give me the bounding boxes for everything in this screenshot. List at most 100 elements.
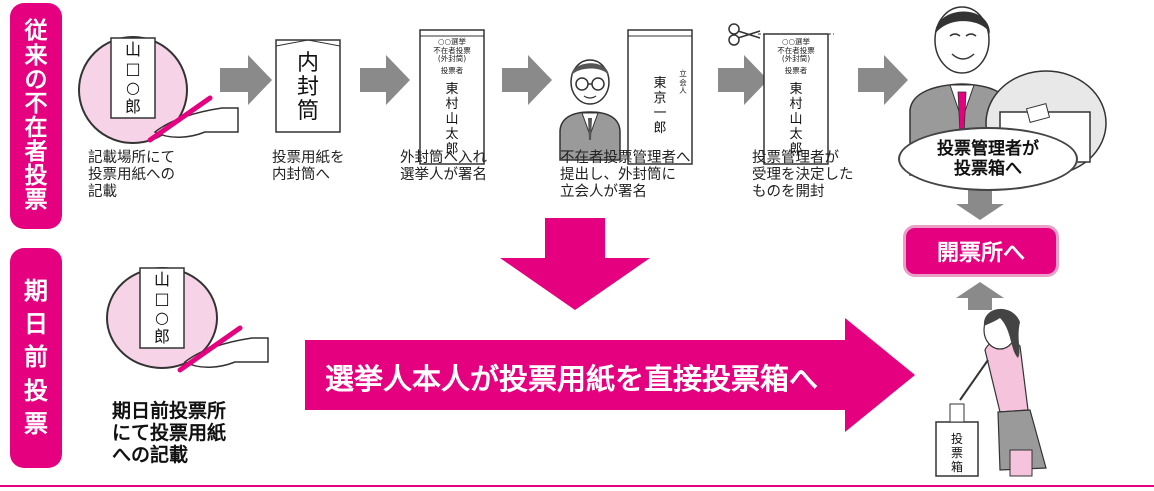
outer-header-line: ○○選挙	[437, 37, 467, 46]
caption-line: 選挙人が署名	[400, 167, 487, 183]
to-counting-station-box: 開票所へ	[903, 225, 1059, 277]
label-char: 従	[24, 18, 48, 45]
early-voting-label: 期 日 前 投 票	[10, 248, 62, 468]
box-char: 票	[950, 446, 963, 460]
label-char: 期	[24, 277, 48, 306]
outer-envelope-header: ○○選挙 不在者投票 (外封筒) 投票者	[420, 37, 484, 75]
writing-hand-1	[147, 95, 239, 143]
direct-ballot-banner-text: 選挙人本人が投票用紙を直接投票箱へ	[325, 362, 819, 396]
manager-ballot-box-bubble: 投票管理者が 投票箱へ	[898, 127, 1078, 191]
step-caption-1: 記載場所にて 投票用紙への 記載	[88, 150, 175, 201]
name-char: 東	[445, 82, 459, 97]
ballot-char: ○	[126, 78, 140, 97]
name-char: 郎	[789, 142, 803, 157]
seal-char: 立	[679, 69, 687, 78]
name-char: 村	[789, 97, 803, 112]
name-char: 一	[653, 106, 667, 121]
flow-arrow-5	[858, 55, 908, 105]
name-char: 太	[445, 127, 459, 142]
name-char: 山	[789, 112, 803, 127]
caption-line: 外封筒へ入れ	[400, 150, 487, 166]
opened-envelope-name: 東 村 山 太 郎	[764, 82, 828, 157]
big-down-arrow	[500, 218, 650, 310]
manager-person-icon	[559, 59, 621, 161]
opened-envelope	[763, 33, 829, 165]
ballot-paper-1	[110, 37, 156, 119]
flow-arrow-3	[502, 55, 552, 105]
ballot-paper-2	[139, 267, 185, 349]
label-char: 投	[24, 376, 48, 405]
caption-line: 不在者投票管理者へ	[560, 150, 691, 166]
woman-voter-icon	[935, 308, 1047, 477]
ballot-text-1: 山 □ ○ 郎	[111, 40, 155, 116]
name-char: 村	[445, 97, 459, 112]
caption-line: への記載	[112, 444, 189, 466]
caption-line: 投票管理者が	[752, 150, 839, 166]
witness-name: 東 京 一 郎	[646, 76, 674, 136]
seal-char: 会	[679, 77, 687, 87]
caption-line: 内封筒へ	[272, 167, 330, 183]
box-char: 箱	[950, 460, 963, 474]
step-caption-4: 不在者投票管理者へ 提出し、外封筒に 立会人が署名	[560, 150, 691, 201]
name-char: 郎	[445, 142, 459, 157]
name-char: 郎	[653, 121, 667, 136]
label-char: 在	[24, 115, 48, 141]
conventional-absentee-label: 従 来 の 不 在 者 投 票	[10, 3, 62, 229]
inner-envelope	[275, 39, 341, 133]
ballot-char: 郎	[153, 327, 170, 346]
caption-line: 立会人が署名	[560, 184, 647, 200]
envelope-char: 封	[296, 75, 319, 100]
envelope-char: 筒	[296, 99, 319, 124]
label-char: 日	[24, 310, 48, 339]
step-caption-5: 投票管理者が 受理を決定した ものを開封	[752, 150, 854, 201]
name-char: 京	[653, 91, 667, 106]
outer-envelope-name: 東 村 山 太 郎	[420, 82, 484, 157]
banner-arrow	[305, 318, 915, 432]
early-voting-caption: 期日前投票所 にて投票用紙 への記載	[112, 400, 226, 466]
label-char: 投	[24, 163, 48, 190]
opened-header-line: (外封筒)	[781, 54, 811, 63]
opened-header-line: 不在者投票	[777, 45, 815, 55]
label-char: 票	[24, 187, 48, 214]
bubble-line: 投票管理者が	[937, 139, 1039, 159]
caption-line: にて投票用紙	[112, 422, 227, 444]
witness-seal: 立 会 人	[678, 69, 688, 96]
label-char: 前	[24, 343, 48, 372]
caption-line: 提出し、外封筒に	[560, 167, 676, 183]
name-char: 東	[789, 82, 803, 97]
opened-envelope-header: ○○選挙 不在者投票 (外封筒) 投票者	[764, 37, 828, 75]
outer-header-line: 不在者投票	[433, 45, 471, 55]
ballot-char: 郎	[124, 97, 141, 116]
caption-line: 期日前投票所	[112, 400, 227, 422]
ballot-char: ○	[155, 308, 169, 327]
envelope-char: 内	[296, 51, 319, 76]
ballot-text-2: 山 □ ○ 郎	[140, 270, 184, 346]
ballot-char: □	[154, 289, 170, 308]
label-char: 来	[24, 42, 48, 69]
opened-voter-label: 投票者	[784, 65, 808, 75]
flow-arrow-4	[718, 55, 768, 105]
bubble-line: 投票箱へ	[954, 159, 1022, 179]
name-char: 東	[653, 76, 667, 91]
flow-arrow-2	[360, 55, 410, 105]
ballot-char: 山	[124, 40, 141, 59]
caption-line: 投票用紙への	[88, 167, 175, 183]
inner-envelope-text: 内 封 筒	[276, 52, 340, 124]
writing-hand-2	[177, 325, 269, 373]
outer-voter-label: 投票者	[440, 65, 464, 75]
up-arrow-gray	[956, 282, 1004, 310]
ballot-box-label: 投 票 箱	[936, 432, 978, 474]
caption-line: 投票用紙を	[272, 150, 345, 166]
ballot-char: □	[125, 59, 141, 78]
label-char: 不	[24, 90, 48, 117]
witness-envelope	[627, 29, 693, 165]
down-arrow-gray	[956, 190, 1004, 220]
opened-header-line: ○○選挙	[781, 37, 811, 46]
scissors-icon	[728, 23, 761, 46]
caption-line: ものを開封	[752, 184, 825, 200]
step-caption-2: 投票用紙を 内封筒へ	[272, 150, 345, 184]
flow-arrow-1	[220, 55, 272, 105]
outer-header-line: (外封筒)	[437, 54, 467, 63]
step-caption-3: 外封筒へ入れ 選挙人が署名	[400, 150, 487, 184]
